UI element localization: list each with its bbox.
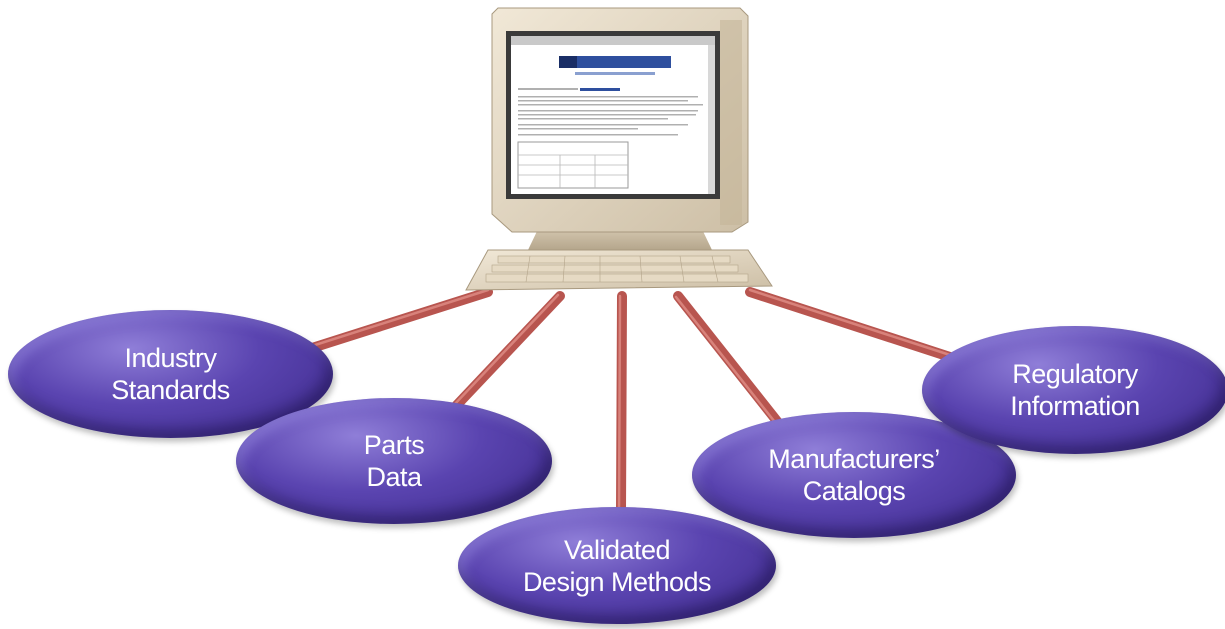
node-label-line: Industry [124, 343, 217, 373]
connector-industry-standards [285, 287, 493, 360]
node-label-line: Manufacturers’ [768, 444, 940, 474]
connector-regulatory-information [745, 287, 955, 362]
node-label-line: Standards [111, 375, 230, 405]
node-label-line: Catalogs [802, 476, 906, 506]
computer-icon [465, 7, 773, 291]
node-label-line: Regulatory [1012, 359, 1138, 389]
node-parts-data: Parts Data [236, 398, 552, 524]
connector-lines [285, 287, 955, 517]
connector-validated-design-methods [616, 291, 627, 517]
node-label-line: Data [366, 462, 422, 492]
node-label-line: Information [1010, 391, 1140, 421]
node-label-line: Validated [563, 534, 671, 565]
node-regulatory-information: Regulatory Information [922, 326, 1225, 454]
connector-manufacturers-catalogs [673, 291, 789, 435]
node-label-line: Design Methods [522, 566, 712, 597]
node-label-line: Parts [363, 430, 425, 460]
node-validated-design-methods: Validated Design Methods [458, 507, 776, 624]
